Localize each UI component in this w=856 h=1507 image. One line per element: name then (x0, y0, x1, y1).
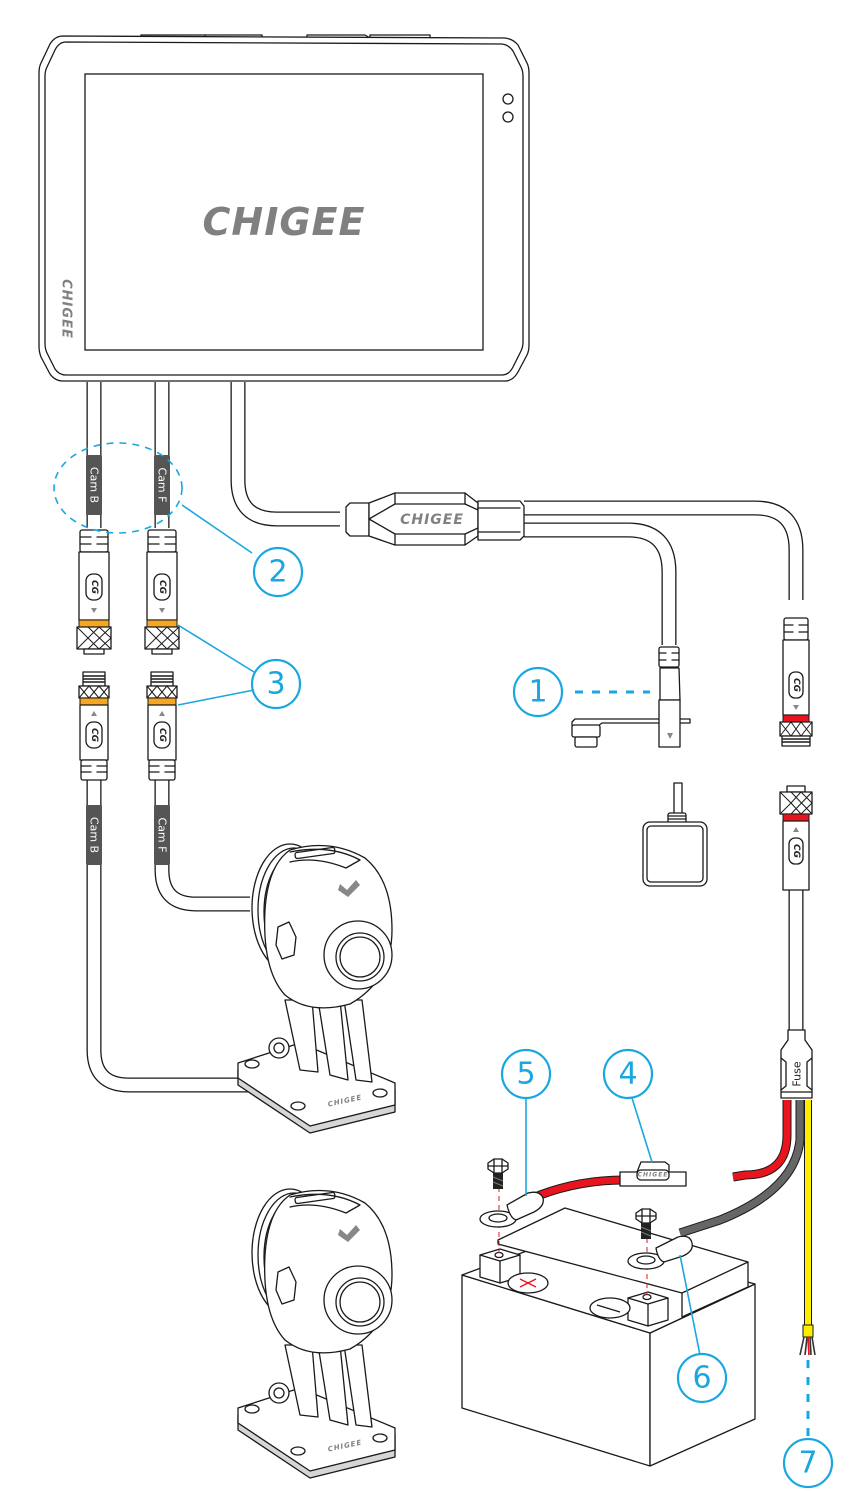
camera-front: CHIGEE (237, 843, 396, 1134)
cable-tag-cam-b-top: Cam B (88, 467, 101, 503)
connector-cam-b-bottom[interactable]: CG Cam B (78, 671, 110, 865)
fuse-module: Fuse (780, 1029, 813, 1099)
svg-text:5: 5 (516, 1057, 535, 1092)
splitter-logo: CHIGEE (400, 512, 464, 528)
gps-antenna (642, 812, 708, 887)
cg-mark: CG (89, 728, 99, 742)
power-connector-bottom[interactable]: CG (779, 785, 813, 891)
ring-terminal-negative[interactable] (627, 1235, 693, 1270)
battery (461, 1187, 756, 1467)
light-sensor-icon (502, 93, 514, 105)
cable-tag-cam-b-bottom: Cam B (88, 817, 101, 853)
power-connector-top[interactable]: CG (779, 617, 813, 747)
display-unit: CHIGEE CHIGEE (38, 34, 530, 382)
cg-mark: CG (791, 678, 801, 692)
connector-cam-f-top[interactable]: Cam F CG (144, 455, 180, 655)
connector-cam-b-top[interactable]: Cam B CG (76, 455, 112, 655)
callout-7: 7 (782, 1437, 834, 1489)
callout-4: 4 (602, 1048, 654, 1100)
bolt-negative (635, 1208, 657, 1239)
bolt-positive (487, 1158, 509, 1189)
callout-2: 2 (252, 546, 304, 598)
svg-text:4: 4 (618, 1057, 637, 1092)
cg-mark: CG (791, 844, 801, 858)
callout-2-highlight (53, 442, 183, 534)
ring-terminal-positive[interactable] (479, 1191, 544, 1228)
cable-tag-cam-f-bottom: Cam F (156, 818, 169, 853)
gps-connector[interactable] (571, 646, 691, 748)
cg-mark: CG (157, 580, 167, 594)
inline-fuse-holder[interactable]: CHIGEE (619, 1161, 687, 1187)
display-inner-frame (44, 41, 524, 376)
connector-cam-f-bottom[interactable]: CG Cam F (146, 671, 178, 865)
splitter-box: CHIGEE (345, 492, 525, 546)
callout-3: 3 (250, 658, 302, 710)
negative-symbol (589, 1297, 631, 1319)
callouts: 2 3 1 5 4 6 (53, 442, 834, 1489)
svg-text:3: 3 (266, 667, 285, 702)
callout-6: 6 (676, 1352, 728, 1404)
callout-5: 5 (500, 1048, 552, 1100)
fuse-label: Fuse (791, 1061, 804, 1086)
callout-1: 1 (512, 666, 564, 718)
camera-sensor-icon (502, 111, 514, 123)
cg-mark: CG (89, 580, 99, 594)
svg-text:7: 7 (798, 1446, 817, 1481)
svg-text:2: 2 (268, 555, 287, 590)
fuse-holder-logo: CHIGEE (638, 1172, 669, 1179)
camera-back: CHIGEE (237, 1188, 396, 1479)
cable-tag-cam-f-top: Cam F (156, 468, 169, 503)
svg-text:1: 1 (528, 675, 547, 710)
bezel-logo: CHIGEE (59, 279, 74, 339)
svg-text:6: 6 (692, 1361, 711, 1396)
display-logo: CHIGEE (203, 200, 366, 244)
cg-mark: CG (157, 728, 167, 742)
cables (86, 382, 804, 1093)
display-screen[interactable] (84, 73, 484, 351)
